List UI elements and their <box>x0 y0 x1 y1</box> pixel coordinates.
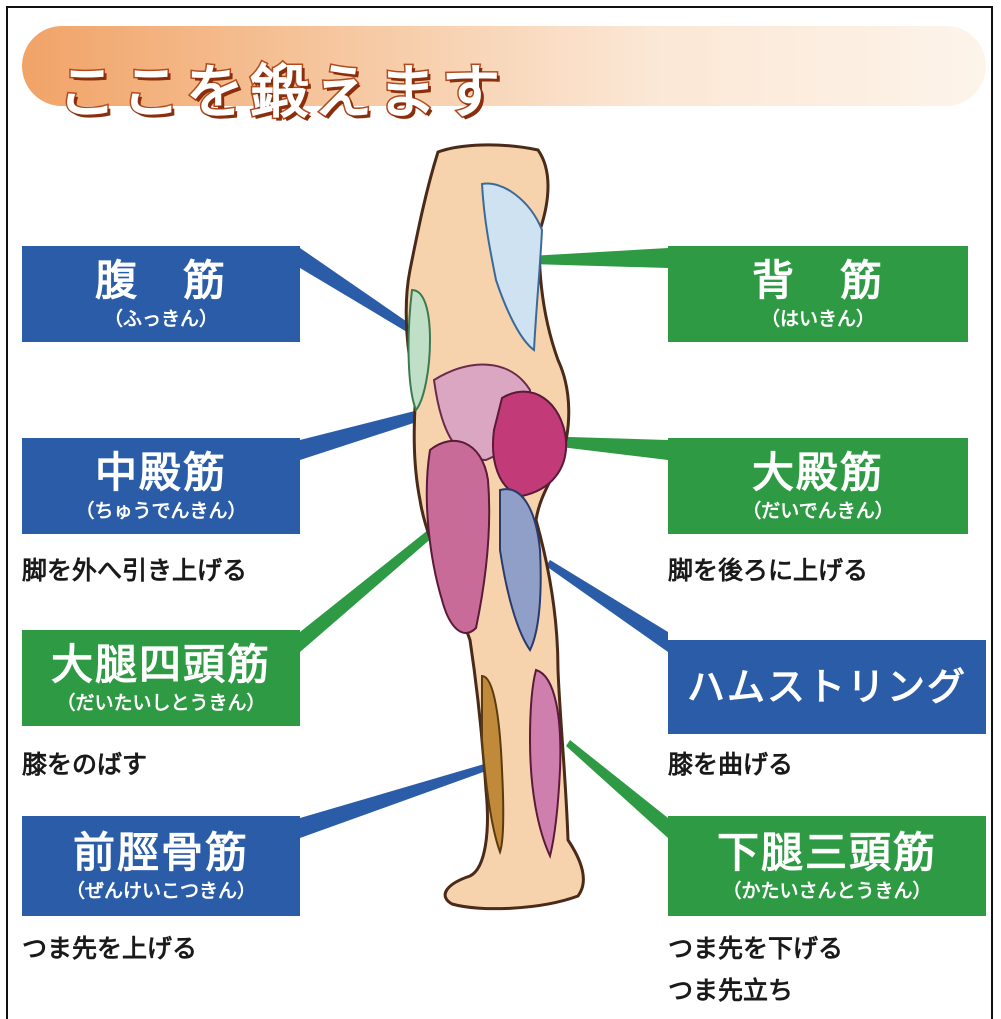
triceps-surae-function: つま先を下げる <box>668 934 843 964</box>
gluteus-maximus-name: 大殿筋 <box>668 448 968 498</box>
gluteus-maximus-function: 脚を後ろに上げる <box>668 556 868 586</box>
gluteus-medius-reading: （ちゅうでんきん） <box>22 498 300 524</box>
abdominal-label-box: 腹 筋 （ふっきん） <box>22 246 300 342</box>
tibialis-anterior-label-box: 前脛骨筋 （ぜんけいこつきん） <box>22 816 300 916</box>
gluteus-medius-label-box: 中殿筋 （ちゅうでんきん） <box>22 438 300 534</box>
back-name: 背 筋 <box>668 256 968 306</box>
gluteus-maximus-reading: （だいでんきん） <box>668 498 968 524</box>
gluteus-medius-name: 中殿筋 <box>22 448 300 498</box>
triceps-surae-function-2: つま先立ち <box>668 976 793 1006</box>
triceps-surae-label-box: 下腿三頭筋 （かたいさんとうきん） <box>668 816 986 916</box>
quadriceps-name: 大腿四頭筋 <box>22 640 300 690</box>
triceps-surae-reading: （かたいさんとうきん） <box>668 878 986 904</box>
tibialis-anterior-reading: （ぜんけいこつきん） <box>22 878 300 904</box>
quadriceps-reading: （だいたいしとうきん） <box>22 690 300 716</box>
gluteus-maximus-label-box: 大殿筋 （だいでんきん） <box>668 438 968 534</box>
abdominal-reading: （ふっきん） <box>22 306 300 332</box>
back-reading: （はいきん） <box>668 306 968 332</box>
tibialis-anterior-function: つま先を上げる <box>22 934 197 964</box>
triceps-surae-name: 下腿三頭筋 <box>668 828 986 878</box>
hamstrings-name: ハムストリングス <box>668 640 986 828</box>
abdominal-name: 腹 筋 <box>22 256 300 306</box>
hamstrings-label-box: ハムストリングス <box>668 640 986 734</box>
back-label-box: 背 筋 （はいきん） <box>668 246 968 342</box>
tibialis-anterior-name: 前脛骨筋 <box>22 828 300 878</box>
leg-muscle-illustration <box>390 140 600 920</box>
hamstrings-function: 膝を曲げる <box>668 750 793 780</box>
gluteus-medius-function: 脚を外へ引き上げる <box>22 556 247 586</box>
quadriceps-muscle <box>427 441 489 633</box>
quadriceps-function: 膝をのばす <box>22 750 147 780</box>
quadriceps-label-box: 大腿四頭筋 （だいたいしとうきん） <box>22 630 300 726</box>
